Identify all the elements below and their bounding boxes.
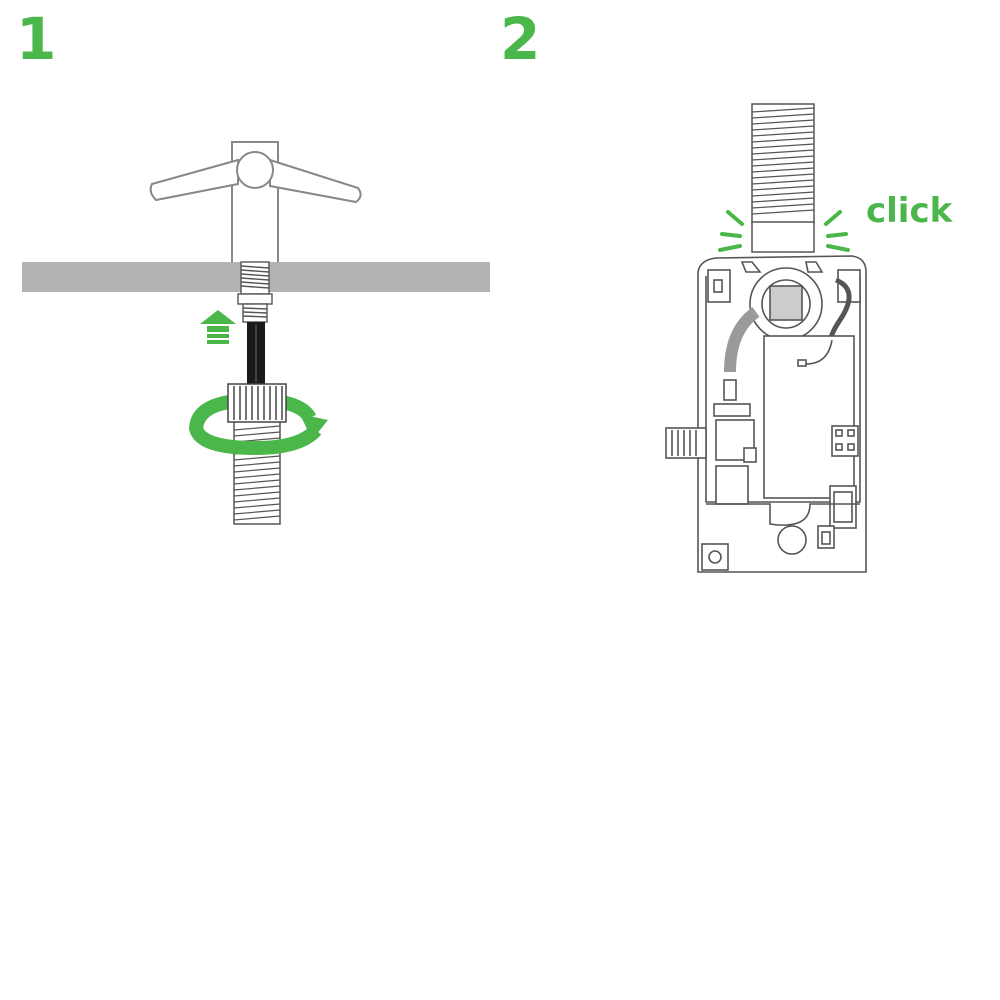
faucet-shank [237, 261, 273, 323]
rotate-arrow-front [189, 414, 328, 456]
click-label: click [866, 191, 954, 231]
step-2-illustration: click [500, 90, 1000, 590]
click-indicator-icon [718, 210, 850, 252]
step-1-illustration [0, 100, 500, 550]
coupling-nut [227, 383, 287, 423]
faucet-icon [149, 141, 362, 265]
flexible-hose-icon [751, 103, 815, 253]
push-up-arrow-icon [200, 310, 236, 344]
step-2-number: 2 [500, 5, 541, 73]
water-heater-unit-icon [665, 255, 867, 573]
flexible-hose-icon [233, 419, 281, 525]
step-1-number: 1 [16, 5, 57, 73]
